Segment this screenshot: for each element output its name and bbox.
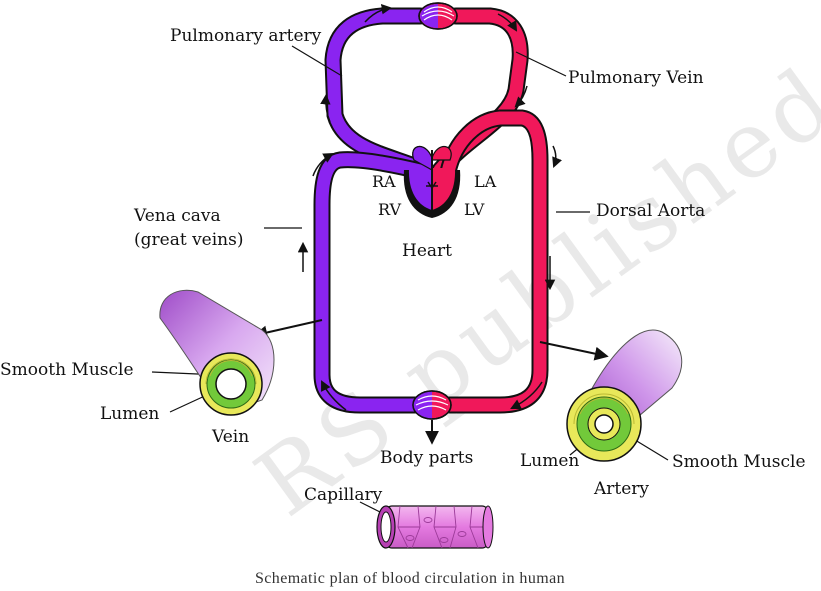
label-vena-cava-line2: (great veins)	[134, 230, 244, 250]
flow-arrows	[297, 3, 562, 411]
flow-arrow	[514, 85, 528, 108]
artery-cross-section	[566, 329, 683, 462]
label-la: LA	[474, 172, 497, 191]
label-pulmonary-artery: Pulmonary artery	[170, 26, 322, 46]
heart	[403, 146, 461, 218]
label-vein: Vein	[212, 427, 250, 447]
to-artery-arrow	[539, 341, 609, 361]
label-lumen-left: Lumen	[100, 404, 160, 424]
capillary-leader	[359, 501, 381, 513]
capillary-tube	[376, 505, 494, 549]
label-artery: Artery	[594, 479, 650, 499]
flow-arrow	[312, 152, 334, 177]
label-rv: RV	[378, 200, 402, 219]
label-capillary: Capillary	[304, 485, 383, 505]
label-dorsal-aorta: Dorsal Aorta	[596, 201, 706, 221]
flow-arrow	[497, 13, 518, 32]
to-vein-arrow	[253, 319, 323, 340]
label-heart: Heart	[402, 241, 452, 261]
lung-capillary-bed	[418, 2, 458, 30]
label-smooth-muscle-right: Smooth Muscle	[672, 452, 806, 472]
label-body-parts: Body parts	[380, 448, 474, 468]
flow-arrow	[320, 93, 331, 123]
body-capillary-bed	[412, 390, 452, 420]
label-lumen-right: Lumen	[520, 451, 580, 471]
label-lv: LV	[464, 200, 485, 219]
flow-arrow	[510, 381, 543, 409]
vein-cross-section	[159, 289, 275, 416]
pulmonary-artery-leader	[291, 45, 343, 77]
label-vena-cava-line1: Vena cava	[134, 206, 221, 226]
flow-arrow	[552, 145, 562, 168]
figure-caption: Schematic plan of blood circulation in h…	[255, 570, 565, 587]
label-smooth-muscle-left: Smooth Muscle	[0, 360, 134, 380]
pulmonary-vein-leader	[515, 51, 567, 77]
flow-arrow	[364, 3, 393, 23]
flow-arrow	[321, 380, 347, 411]
label-ra: RA	[372, 172, 396, 191]
dorsal-aorta-vessel	[439, 109, 549, 414]
label-pulmonary-vein: Pulmonary Vein	[568, 68, 704, 88]
